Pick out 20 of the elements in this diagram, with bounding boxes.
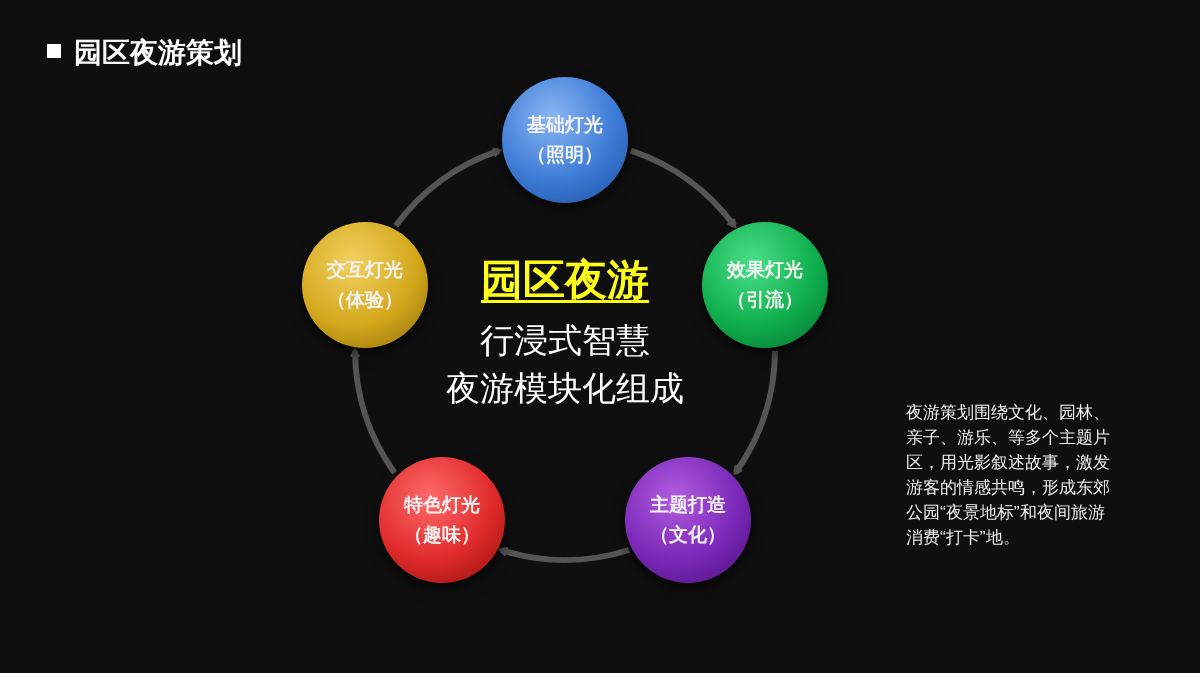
center-text: 行浸式智慧 <box>479 320 651 360</box>
arrow <box>498 546 630 563</box>
node-label: （趣味） <box>403 522 480 547</box>
node-label: （照明） <box>527 143 603 167</box>
arrow <box>350 348 398 475</box>
node-label: （体验） <box>327 288 404 313</box>
arrow <box>732 350 778 475</box>
node-label: （文化） <box>650 522 727 547</box>
node-label: 基础灯光 <box>527 113 603 137</box>
arrow <box>393 147 502 228</box>
node-label: 主题打造 <box>650 492 727 517</box>
node-label: （引流） <box>726 288 803 313</box>
center-heading: 园区夜游 <box>480 255 650 305</box>
description-text: 夜游策划围绕文化、园林、亲子、游乐、等多个主题片区，用光影叙述故事，激发游客的情感共鸣，形成东郊公园“夜景地标”和夜间旅游消费“打卡”地。 <box>906 401 1111 549</box>
node-label: 特色灯光 <box>403 492 480 517</box>
title: 园区夜游策划 <box>74 36 242 70</box>
center-text: 夜游模块化组成 <box>445 368 685 408</box>
node-label: 效果灯光 <box>726 258 803 283</box>
arrow <box>629 147 737 228</box>
node-label: 交互灯光 <box>327 258 404 283</box>
